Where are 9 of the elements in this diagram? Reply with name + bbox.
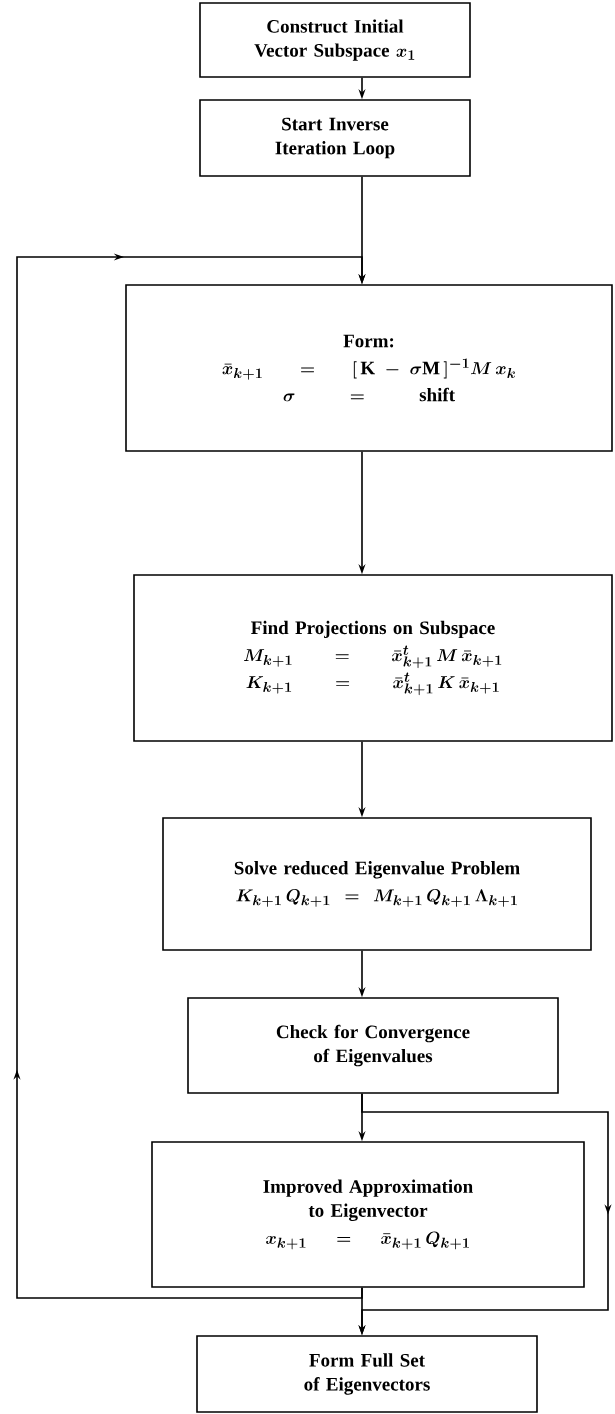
process-box: Solve reduced Eigenvalue Problem $K_{k+1}\, Q_{k+1} \;=\; M_{k+1}\, Q_{k+1}\, \Lambda_{k+1}$ xyxy=(162,817,592,951)
process-box: Start Inverse Iteration Loop xyxy=(199,99,471,177)
process-box: Form Full Set of Eigenvectors xyxy=(196,1335,538,1413)
process-box: Construct Initial Vector Subspace $x_{1}$ xyxy=(199,2,471,78)
process-box: Improved Approximation to Eigenvector $x_{k+1} \;=\; \bar{x}_{k+1}\, Q_{k+1}$ xyxy=(151,1141,585,1288)
process-box: Form: $\bar{x}_{k+1} \;=\; [\,\mathrm{K} - \sigma\mathrm{M}\,]^{-1} M\, x_{k}$ $\sigma \;=\; \mathrm{shift}$ xyxy=(125,284,613,452)
process-box: Find Projections on Subspace $M_{k+1} \;=\; \bar{x}^{t}_{k+1}\, M\, \bar{x}_{k+1}$ $K_{k+1} \;=\; \bar{x}^{t}_{k+1}\, K\, \bar{x}_{k+1}$ xyxy=(133,574,613,742)
arrow xyxy=(13,253,366,1299)
process-box: Check for Convergence of Eigenvalues xyxy=(187,997,559,1094)
